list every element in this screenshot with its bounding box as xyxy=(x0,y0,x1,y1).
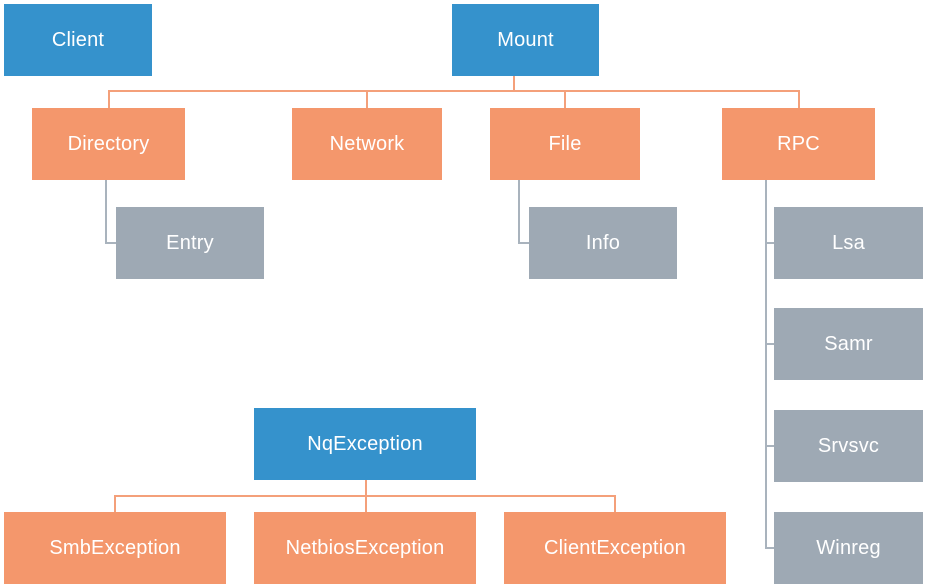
connector-file-info-horizontal xyxy=(518,242,530,244)
connector-mount-stem xyxy=(513,75,515,91)
node-winreg: Winreg xyxy=(774,512,923,584)
connector-rpc-srvsvc xyxy=(765,445,775,447)
connector-to-clientexception xyxy=(614,495,616,513)
connector-to-netbiosexception xyxy=(365,495,367,513)
connector-nqexception-stem xyxy=(365,479,367,496)
connector-directory-entry-horizontal xyxy=(105,242,117,244)
node-lsa: Lsa xyxy=(774,207,923,279)
connector-mount-bus xyxy=(108,90,800,92)
node-smbexception: SmbException xyxy=(4,512,226,584)
node-info: Info xyxy=(529,207,677,279)
connector-file-info-vertical xyxy=(518,179,520,244)
node-clientexception: ClientException xyxy=(504,512,726,584)
node-rpc: RPC xyxy=(722,108,875,180)
connector-to-rpc xyxy=(798,90,800,108)
connector-rpc-winreg xyxy=(765,547,775,549)
connector-to-smbexception xyxy=(114,495,116,513)
connector-rpc-lsa xyxy=(765,242,775,244)
connector-rpc-samr xyxy=(765,343,775,345)
node-network: Network xyxy=(292,108,442,180)
connector-to-file xyxy=(564,90,566,108)
connector-directory-entry-vertical xyxy=(105,179,107,244)
connector-to-directory xyxy=(108,90,110,108)
node-entry: Entry xyxy=(116,207,264,279)
node-directory: Directory xyxy=(32,108,185,180)
node-samr: Samr xyxy=(774,308,923,380)
node-nqexception: NqException xyxy=(254,408,476,480)
node-client: Client xyxy=(4,4,152,76)
node-srvsvc: Srvsvc xyxy=(774,410,923,482)
node-mount: Mount xyxy=(452,4,599,76)
node-file: File xyxy=(490,108,640,180)
connector-to-network xyxy=(366,90,368,108)
connector-rpc-vertical xyxy=(765,179,767,549)
node-netbiosexception: NetbiosException xyxy=(254,512,476,584)
